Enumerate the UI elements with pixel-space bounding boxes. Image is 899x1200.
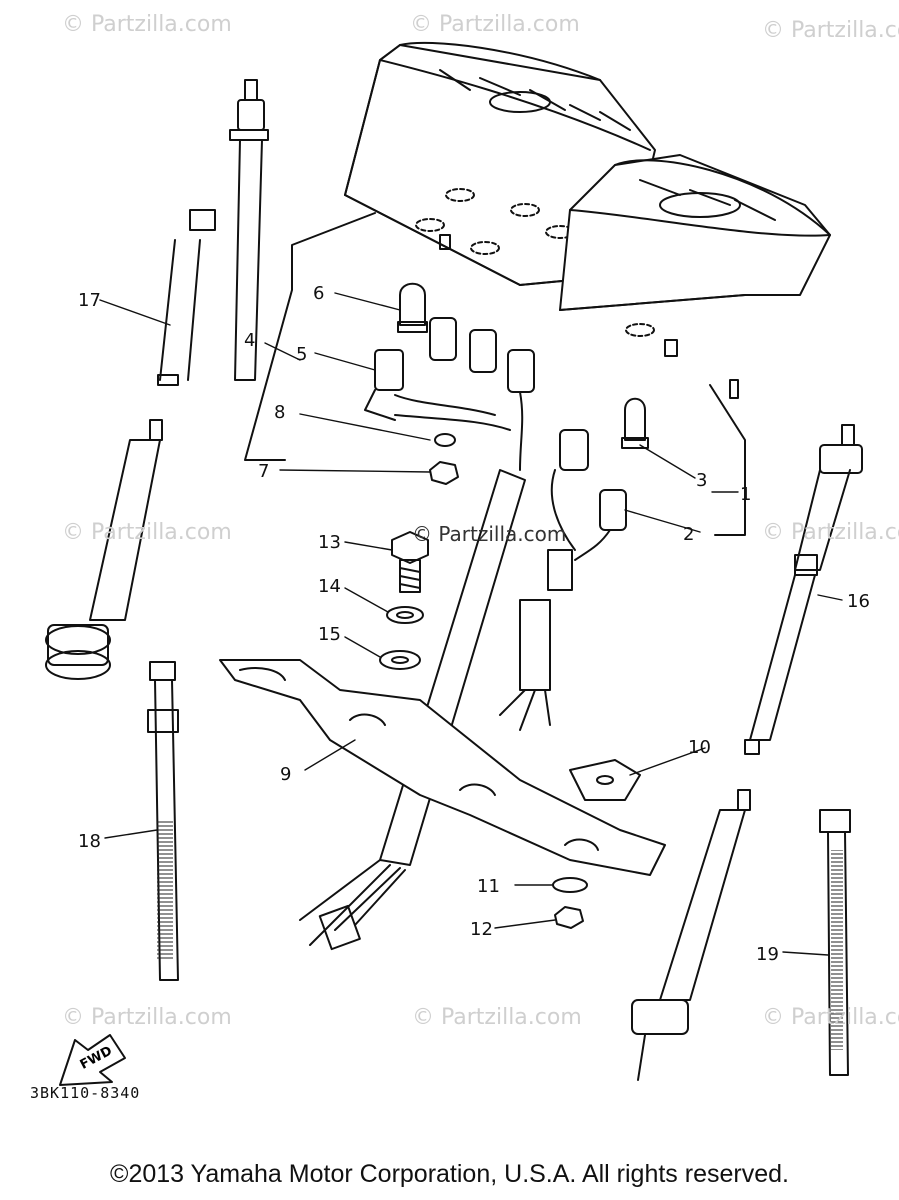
nut-12	[554, 906, 584, 929]
watermark: © Partzilla.com	[62, 1005, 232, 1030]
damper-10	[569, 759, 641, 801]
callout-6: 6	[313, 283, 324, 304]
watermark: © Partzilla.com	[412, 522, 567, 546]
tachometer-cable-17	[45, 79, 269, 680]
watermark: © Partzilla.com	[62, 12, 232, 37]
speedometer-cable-16	[631, 424, 863, 1081]
watermark: © Partzilla.com	[762, 520, 899, 545]
callout-4: 4	[244, 330, 255, 351]
cable-tie-18	[147, 661, 179, 981]
callout-5: 5	[296, 344, 307, 365]
washer-8	[434, 433, 456, 447]
cable-tie-19	[819, 809, 851, 1076]
socket-5-group	[364, 317, 535, 471]
watermark: © Partzilla.com	[410, 12, 580, 37]
group-bracket-1	[709, 384, 746, 536]
watermark: © Partzilla.com	[62, 520, 232, 545]
nut-7	[429, 461, 459, 485]
callout-8: 8	[274, 402, 285, 423]
bulb-6	[397, 282, 428, 333]
callout-12: 12	[470, 919, 493, 940]
callout-18: 18	[78, 831, 101, 852]
meter-bracket-9	[219, 659, 666, 876]
watermark: © Partzilla.com	[412, 1005, 582, 1030]
callout-9: 9	[280, 764, 291, 785]
callout-2: 2	[683, 524, 694, 545]
callout-1: 1	[740, 484, 751, 505]
callout-10: 10	[688, 737, 711, 758]
bolt-13	[391, 531, 429, 593]
callout-17: 17	[78, 290, 101, 311]
harness-leads	[299, 859, 406, 946]
callout-numbers: 1 2 3 4 5 6 7 8 9 10 11 12 13 14 15 16 1…	[78, 283, 870, 965]
harness-connector	[318, 904, 361, 951]
callout-15: 15	[318, 624, 341, 645]
leader-lines	[99, 292, 843, 956]
fwd-arrow-icon	[59, 1034, 126, 1086]
washer-11	[552, 877, 588, 893]
watermark: © Partzilla.com	[762, 18, 899, 43]
diagram-code: 3BK110-8340	[30, 1084, 141, 1102]
callout-13: 13	[318, 532, 341, 553]
socket-2-group	[499, 429, 627, 731]
callout-19: 19	[756, 944, 779, 965]
plain-washer-15	[379, 650, 421, 670]
callout-16: 16	[847, 591, 870, 612]
callout-3: 3	[696, 470, 707, 491]
copyright-notice: ©2013 Yamaha Motor Corporation, U.S.A. A…	[110, 1160, 789, 1188]
tachometer-housing	[559, 154, 831, 399]
callout-11: 11	[477, 876, 500, 897]
group-bracket-4	[244, 212, 376, 461]
bulb-3	[621, 397, 649, 449]
callout-14: 14	[318, 576, 341, 597]
watermark: © Partzilla.com	[762, 1005, 899, 1030]
spring-washer-14	[386, 606, 424, 624]
callout-7: 7	[258, 461, 269, 482]
